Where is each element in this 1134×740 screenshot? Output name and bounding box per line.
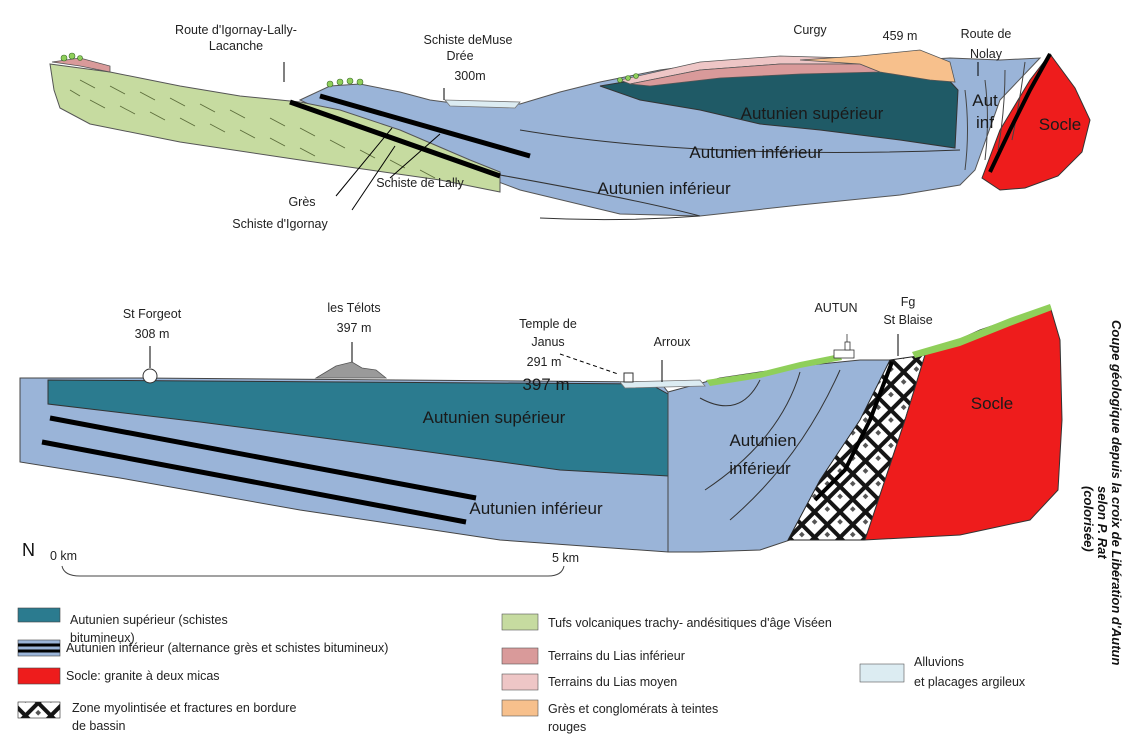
- legend-alluvions-2: et placages argileux: [914, 675, 1026, 689]
- s1-bedding-lines: [499, 129, 961, 221]
- s1-tufs-volcaniques: [49, 63, 501, 193]
- legend-aut-sup-1: Autunien supérieur (schistes: [70, 613, 228, 627]
- s1-main-fault: [988, 53, 1052, 173]
- legend-socle: Socle: granite à deux micas: [66, 669, 220, 683]
- s1-black-bed-1: [289, 99, 501, 179]
- legend-zone-2: de bassin: [72, 719, 126, 733]
- legend: Autunien supérieur (schistes bitumineux)…: [17, 607, 1026, 734]
- s2-label-temple-2: Janus: [531, 335, 564, 349]
- s1-label-schiste-igornay: Schiste d'Igornay: [232, 217, 328, 231]
- s1-label-alt-459: 459 m: [883, 29, 918, 43]
- legend-swatch-socle: [17, 667, 61, 685]
- legend-gres-congl-1: Grès et conglomérats à teintes: [548, 702, 718, 716]
- s1-label-route-nolay-1: Route de: [961, 27, 1012, 41]
- legend-swatch-aut-sup: [17, 607, 61, 623]
- s1-label-schiste-lally: Schiste de Lally: [376, 176, 464, 190]
- s2-black-bed-2: [41, 439, 467, 525]
- legend-zone-1: Zone myolintisée et fractures en bordure: [72, 701, 296, 715]
- side-caption-line2: selon P. Rat: [1095, 486, 1110, 559]
- s1-unit-aut-inf-short-2: inf: [976, 113, 994, 132]
- legend-swatch-lias-moy: [501, 673, 539, 691]
- legend-gres-congl-2: rouges: [548, 720, 586, 734]
- s2-main-fault: [813, 361, 894, 502]
- s2-autun-church-icon: [833, 334, 855, 359]
- s2-temple-marker: [623, 372, 634, 383]
- s2-vegetation-1: [706, 354, 842, 386]
- s1-label-schiste-muse-2: Drée: [446, 49, 473, 63]
- legend-swatch-alluvions: [859, 663, 905, 683]
- s2-alluvions: [619, 379, 706, 389]
- s2-scale-0: 0 km: [50, 549, 77, 563]
- s1-pointer-arrows: [283, 62, 979, 211]
- legend-alluvions-1: Alluvions: [914, 655, 964, 669]
- s2-north-marker: N: [22, 540, 35, 560]
- s2-scale-bar: [61, 565, 565, 577]
- legend-aut-sup-2: bitumineux): [70, 631, 135, 645]
- legend-tufs: Tufs volcaniques trachy- andésitiques d'…: [548, 616, 832, 630]
- s2-label-fg-1: Fg: [901, 295, 916, 309]
- legend-swatch-lias-inf: [501, 647, 539, 665]
- s2-label-alt-397: 397 m: [522, 375, 569, 394]
- s1-label-route-igornay-1: Route d'Igornay-Lally-: [175, 23, 297, 37]
- legend-lias-moy: Terrains du Lias moyen: [548, 675, 677, 689]
- s1-gres-conglomerats: [799, 49, 956, 83]
- s2-unit-aut-inf-r2: inférieur: [729, 459, 791, 478]
- legend-swatch-gres-congl: [501, 699, 539, 717]
- s1-tufs-texture: [69, 79, 436, 179]
- s2-unit-socle: Socle: [971, 394, 1014, 413]
- s1-lias-left: [51, 57, 111, 73]
- s2-vegetation-2: [912, 304, 1052, 358]
- section-1: Route d'Igornay-Lally- Lacanche Schiste …: [49, 23, 1091, 231]
- s1-unit-socle: Socle: [1039, 115, 1082, 134]
- s1-black-bed-2: [319, 93, 531, 159]
- s2-scale-5: 5 km: [552, 551, 579, 565]
- s2-black-bed-1: [49, 415, 477, 501]
- s2-label-autun: AUTUN: [814, 301, 857, 315]
- s2-unit-aut-inf-r1: Autunien: [729, 431, 796, 450]
- s2-label-fg-2: St Blaise: [883, 313, 932, 327]
- side-caption: Coupe géologique depuis la croix de Libé…: [1081, 320, 1124, 665]
- s1-label-route-nolay-2: Nolay: [970, 47, 1003, 61]
- s1-unit-aut-inf-a: Autunien inférieur: [689, 143, 823, 162]
- side-caption-line1: Coupe géologique depuis la croix de Libé…: [1109, 320, 1124, 665]
- s1-fault-lines: [964, 61, 1026, 171]
- s2-st-forgeot-marker: [142, 368, 158, 384]
- s1-label-route-igornay-2: Lacanche: [209, 39, 263, 53]
- s2-label-st-forgeot-2: 308 m: [135, 327, 170, 341]
- legend-swatch-tufs: [501, 613, 539, 631]
- s2-label-arroux: Arroux: [654, 335, 692, 349]
- side-caption-line3: (colorisée): [1081, 486, 1096, 552]
- s1-alluvions: [444, 99, 521, 109]
- s2-label-st-forgeot-1: St Forgeot: [123, 307, 182, 321]
- legend-swatch-aut-inf: [17, 639, 61, 657]
- legend-aut-inf: Autunien inférieur (alternance grès et s…: [66, 641, 388, 655]
- s1-label-schiste-muse-1: Schiste deMuse: [424, 33, 513, 47]
- s2-label-temple-1: Temple de: [519, 317, 577, 331]
- s1-label-schiste-muse-3: 300m: [454, 69, 485, 83]
- s1-vegetation: [60, 52, 639, 88]
- s2-label-temple-3: 291 m: [527, 355, 562, 369]
- s2-unit-aut-inf: Autunien inférieur: [469, 499, 603, 518]
- s2-fault-lines: [699, 369, 841, 521]
- s2-temple-leader: [559, 353, 619, 375]
- legend-swatch-zone: [17, 701, 61, 719]
- s1-socle: [981, 53, 1091, 191]
- s1-unit-aut-sup: Autunien supérieur: [741, 104, 884, 123]
- s1-label-curgy: Curgy: [793, 23, 827, 37]
- s2-label-telots-2: 397 m: [337, 321, 372, 335]
- s1-label-gres: Grès: [288, 195, 315, 209]
- s2-telots-hill: [314, 361, 388, 379]
- s2-label-telots-1: les Télots: [327, 301, 380, 315]
- s1-unit-aut-inf-b: Autunien inférieur: [597, 179, 731, 198]
- section-2: St Forgeot 308 m les Télots 397 m Temple…: [19, 295, 1063, 577]
- s1-unit-aut-inf-short-1: Aut: [972, 91, 998, 110]
- s2-unit-aut-sup: Autunien supérieur: [423, 408, 566, 427]
- legend-lias-inf: Terrains du Lias inférieur: [548, 649, 685, 663]
